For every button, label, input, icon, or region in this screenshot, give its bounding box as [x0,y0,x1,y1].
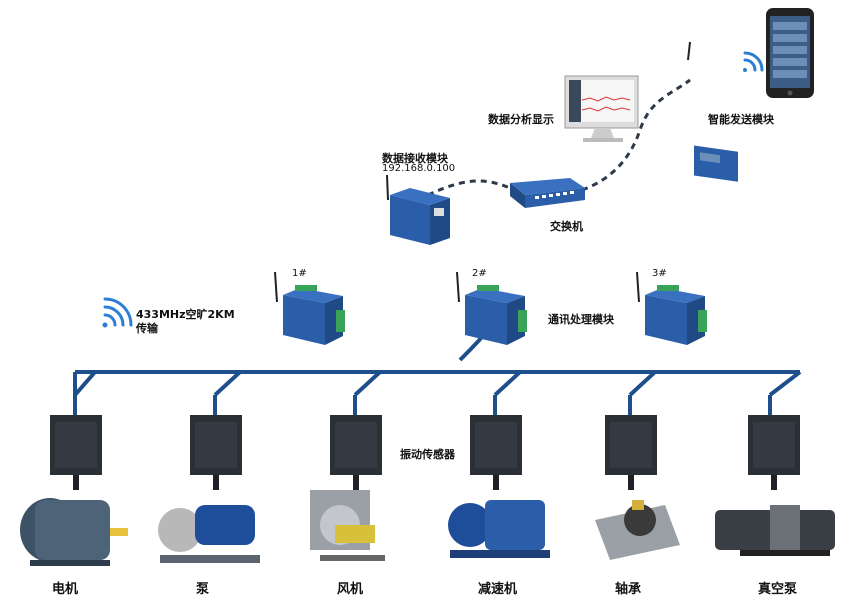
comm-module-3 [636,271,707,345]
wifi-icon [743,51,764,72]
sensor-2 [190,415,242,490]
bearing-image [595,500,680,560]
label-wireless: 433MHz空旷2KM [136,308,235,321]
sensor-6 [748,415,800,490]
machine-label-reducer: 减速机 [478,582,518,597]
label-switch: 交换机 [550,220,583,233]
label-vibration-sensor: 振动传感器 [400,448,455,461]
monitor [564,75,639,142]
data-receive-module [386,174,450,245]
label-comm-module: 通讯处理模块 [548,313,614,326]
field-bus [73,370,802,415]
sensor-5 [605,415,657,490]
sensor-1 [50,415,102,490]
network-switch [510,178,585,208]
label-wireless2: 传输 [136,322,158,335]
sensor-3 [330,415,382,490]
link-switch-display [581,78,691,192]
label-node3: 3# [652,268,667,279]
comm-module-1 [274,271,345,345]
machine-label-motor: 电机 [52,582,79,597]
reducer-image [448,500,550,558]
vacuum-pump-image [715,505,835,556]
link-recv-switch [427,179,511,197]
wireless-icon [102,297,133,328]
label-node1: 1# [292,268,307,279]
label-node2: 2# [472,268,487,279]
sensor-4 [470,415,522,490]
label-smart-send: 智能发送模块 [708,113,774,126]
label-data-recv: 数据接收模块 [382,152,448,165]
pump-image [158,505,260,563]
comm-module-2 [456,271,527,345]
machine-label-fan: 风机 [337,582,364,597]
label-data-display: 数据分析显示 [488,113,554,126]
label-data-recv-ip: 192.168.0.100 [382,163,456,174]
machine-label-pump: 泵 [196,582,210,597]
smartphone [766,8,814,98]
smart-send-module [687,41,738,182]
motor-image [20,498,128,566]
machine-label-vacuum-pump: 真空泵 [758,582,798,597]
fan-image [310,490,385,561]
machine-label-bearing: 轴承 [615,582,642,597]
